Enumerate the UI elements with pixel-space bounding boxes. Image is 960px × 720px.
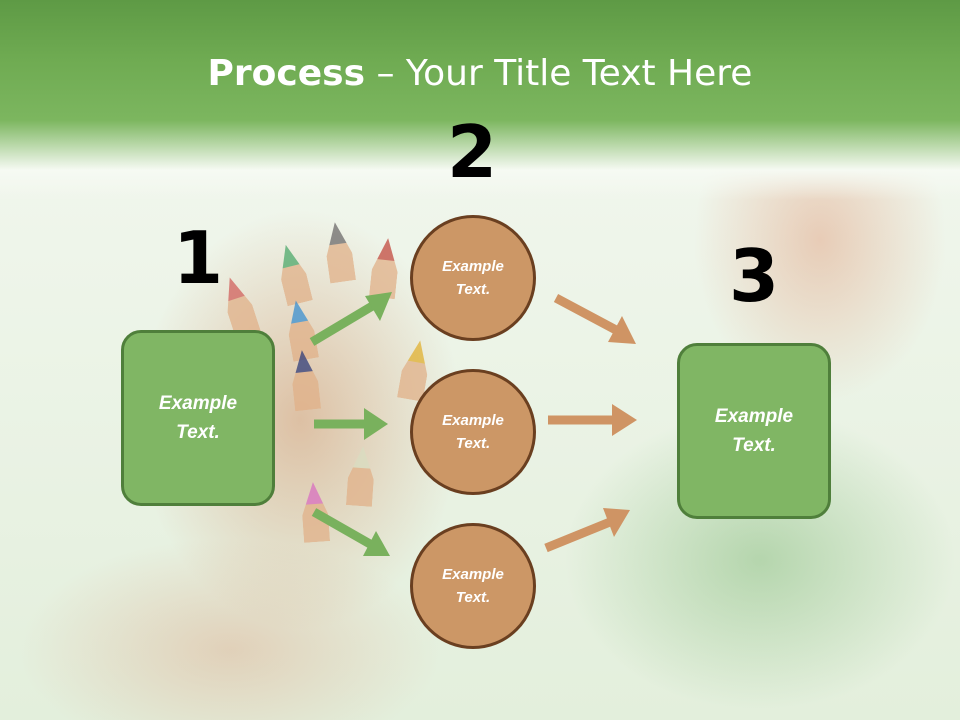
green-arrow-down <box>311 508 390 556</box>
orange-arrow-down <box>553 294 636 344</box>
green-arrow-up <box>309 292 392 346</box>
circle-middle: Example Text. <box>410 369 536 495</box>
circle-bottom: Example Text. <box>410 523 536 649</box>
left-example-box: Example Text. <box>121 330 275 506</box>
step-number-1: 1 <box>172 216 224 300</box>
step-number-3: 3 <box>728 234 780 318</box>
slide-title: Process – Your Title Text Here <box>0 52 960 96</box>
green-arrow-middle <box>314 408 388 440</box>
header-band <box>0 0 960 200</box>
title-rest: – Your Title Text Here <box>365 53 753 94</box>
right-example-box: Example Text. <box>677 343 831 519</box>
step-number-2: 2 <box>446 110 498 194</box>
circle-top: Example Text. <box>410 215 536 341</box>
title-bold: Process <box>207 53 366 94</box>
orange-arrow-up <box>544 508 630 553</box>
orange-arrow-middle <box>548 404 637 436</box>
